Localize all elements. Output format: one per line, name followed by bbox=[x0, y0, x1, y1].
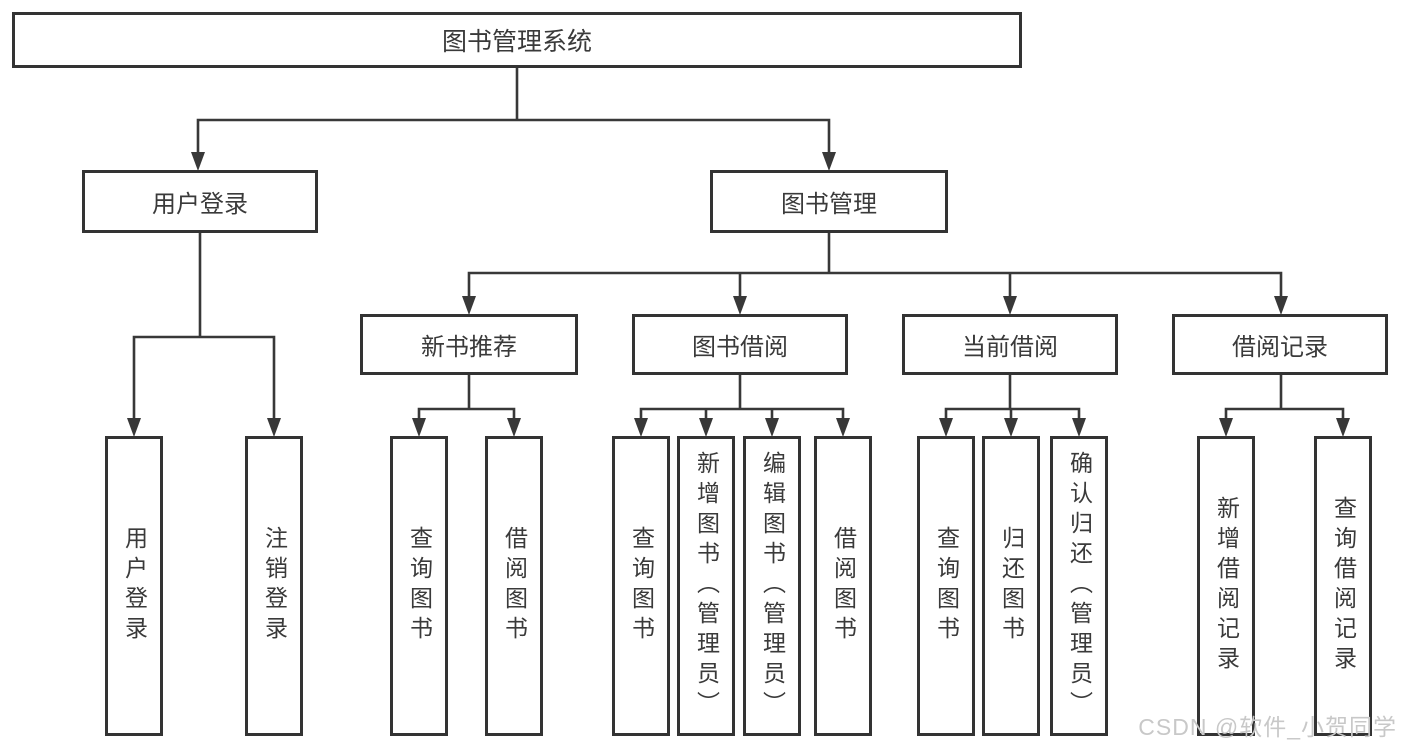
node-logout-leaf-label: 注销登录 bbox=[261, 526, 288, 646]
node-current-borrow-label: 当前借阅 bbox=[962, 334, 1058, 361]
node-cb-confirm-return-admin-label: 确认归还（管理员） bbox=[1066, 451, 1093, 721]
node-book-borrow-label: 图书借阅 bbox=[692, 334, 788, 361]
node-cb-query-books: 查询图书 bbox=[917, 436, 975, 736]
node-new-book-rec-label: 新书推荐 bbox=[421, 334, 517, 361]
csdn-watermark: CSDN @软件_小贺同学 bbox=[1138, 714, 1397, 740]
node-user-login-branch: 用户登录 bbox=[82, 170, 318, 233]
node-br-add-record-label: 新增借阅记录 bbox=[1213, 496, 1240, 676]
node-root: 图书管理系统 bbox=[12, 12, 1022, 68]
node-bb-query-books-label: 查询图书 bbox=[628, 526, 655, 646]
node-cb-return-books: 归还图书 bbox=[982, 436, 1040, 736]
node-rec-query-books-label: 查询图书 bbox=[406, 526, 433, 646]
node-cb-query-books-label: 查询图书 bbox=[933, 526, 960, 646]
node-borrow-records-label: 借阅记录 bbox=[1232, 334, 1328, 361]
node-book-mgmt-branch: 图书管理 bbox=[710, 170, 948, 233]
node-br-query-record-label: 查询借阅记录 bbox=[1330, 496, 1357, 676]
node-rec-borrow-books: 借阅图书 bbox=[485, 436, 543, 736]
node-user-login-leaf-label: 用户登录 bbox=[121, 526, 148, 646]
node-user-login-leaf: 用户登录 bbox=[105, 436, 163, 736]
node-br-query-record: 查询借阅记录 bbox=[1314, 436, 1372, 736]
node-cb-return-books-label: 归还图书 bbox=[998, 526, 1025, 646]
node-bb-query-books: 查询图书 bbox=[612, 436, 670, 736]
node-root-label: 图书管理系统 bbox=[441, 28, 592, 56]
node-bb-edit-books-admin: 编辑图书（管理员） bbox=[743, 436, 801, 736]
node-book-mgmt-branch-label: 图书管理 bbox=[781, 191, 877, 218]
node-bb-edit-books-admin-label: 编辑图书（管理员） bbox=[759, 451, 786, 721]
node-bb-add-books-admin: 新增图书（管理员） bbox=[677, 436, 735, 736]
node-borrow-records: 借阅记录 bbox=[1172, 314, 1388, 375]
node-new-book-rec: 新书推荐 bbox=[360, 314, 578, 375]
node-rec-borrow-books-label: 借阅图书 bbox=[501, 526, 528, 646]
node-bb-add-books-admin-label: 新增图书（管理员） bbox=[693, 451, 720, 721]
node-bb-borrow-books: 借阅图书 bbox=[814, 436, 872, 736]
node-user-login-branch-label: 用户登录 bbox=[152, 191, 248, 218]
node-br-add-record: 新增借阅记录 bbox=[1197, 436, 1255, 736]
node-bb-borrow-books-label: 借阅图书 bbox=[830, 526, 857, 646]
node-rec-query-books: 查询图书 bbox=[390, 436, 448, 736]
node-book-borrow: 图书借阅 bbox=[632, 314, 848, 375]
node-cb-confirm-return-admin: 确认归还（管理员） bbox=[1050, 436, 1108, 736]
node-current-borrow: 当前借阅 bbox=[902, 314, 1118, 375]
node-logout-leaf: 注销登录 bbox=[245, 436, 303, 736]
